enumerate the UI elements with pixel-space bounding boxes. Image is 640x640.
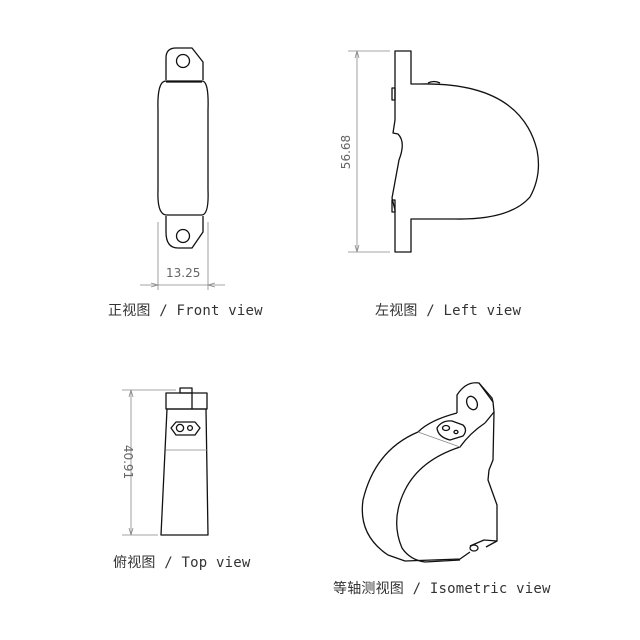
- left-dimension-value: 56.68: [339, 135, 353, 169]
- top-dimension-lines: [122, 389, 176, 536]
- top-view-drawing: [160, 387, 209, 536]
- left-view-drawing: [391, 50, 540, 253]
- left-view-caption: 左视图 / Left view: [375, 303, 522, 319]
- top-dimension-value: 40.91: [121, 445, 135, 479]
- left-dimension-lines: [348, 50, 390, 253]
- front-dimension-lines: [140, 222, 225, 290]
- top-view-caption: 俯视图 / Top view: [113, 555, 251, 571]
- front-view-drawing: [157, 47, 209, 249]
- isometric-view-drawing: [361, 382, 498, 563]
- front-dimension-value: 13.25: [166, 266, 200, 280]
- front-view-caption: 正视图 / Front view: [108, 303, 263, 319]
- isometric-view-caption: 等轴测视图 / Isometric view: [333, 581, 551, 597]
